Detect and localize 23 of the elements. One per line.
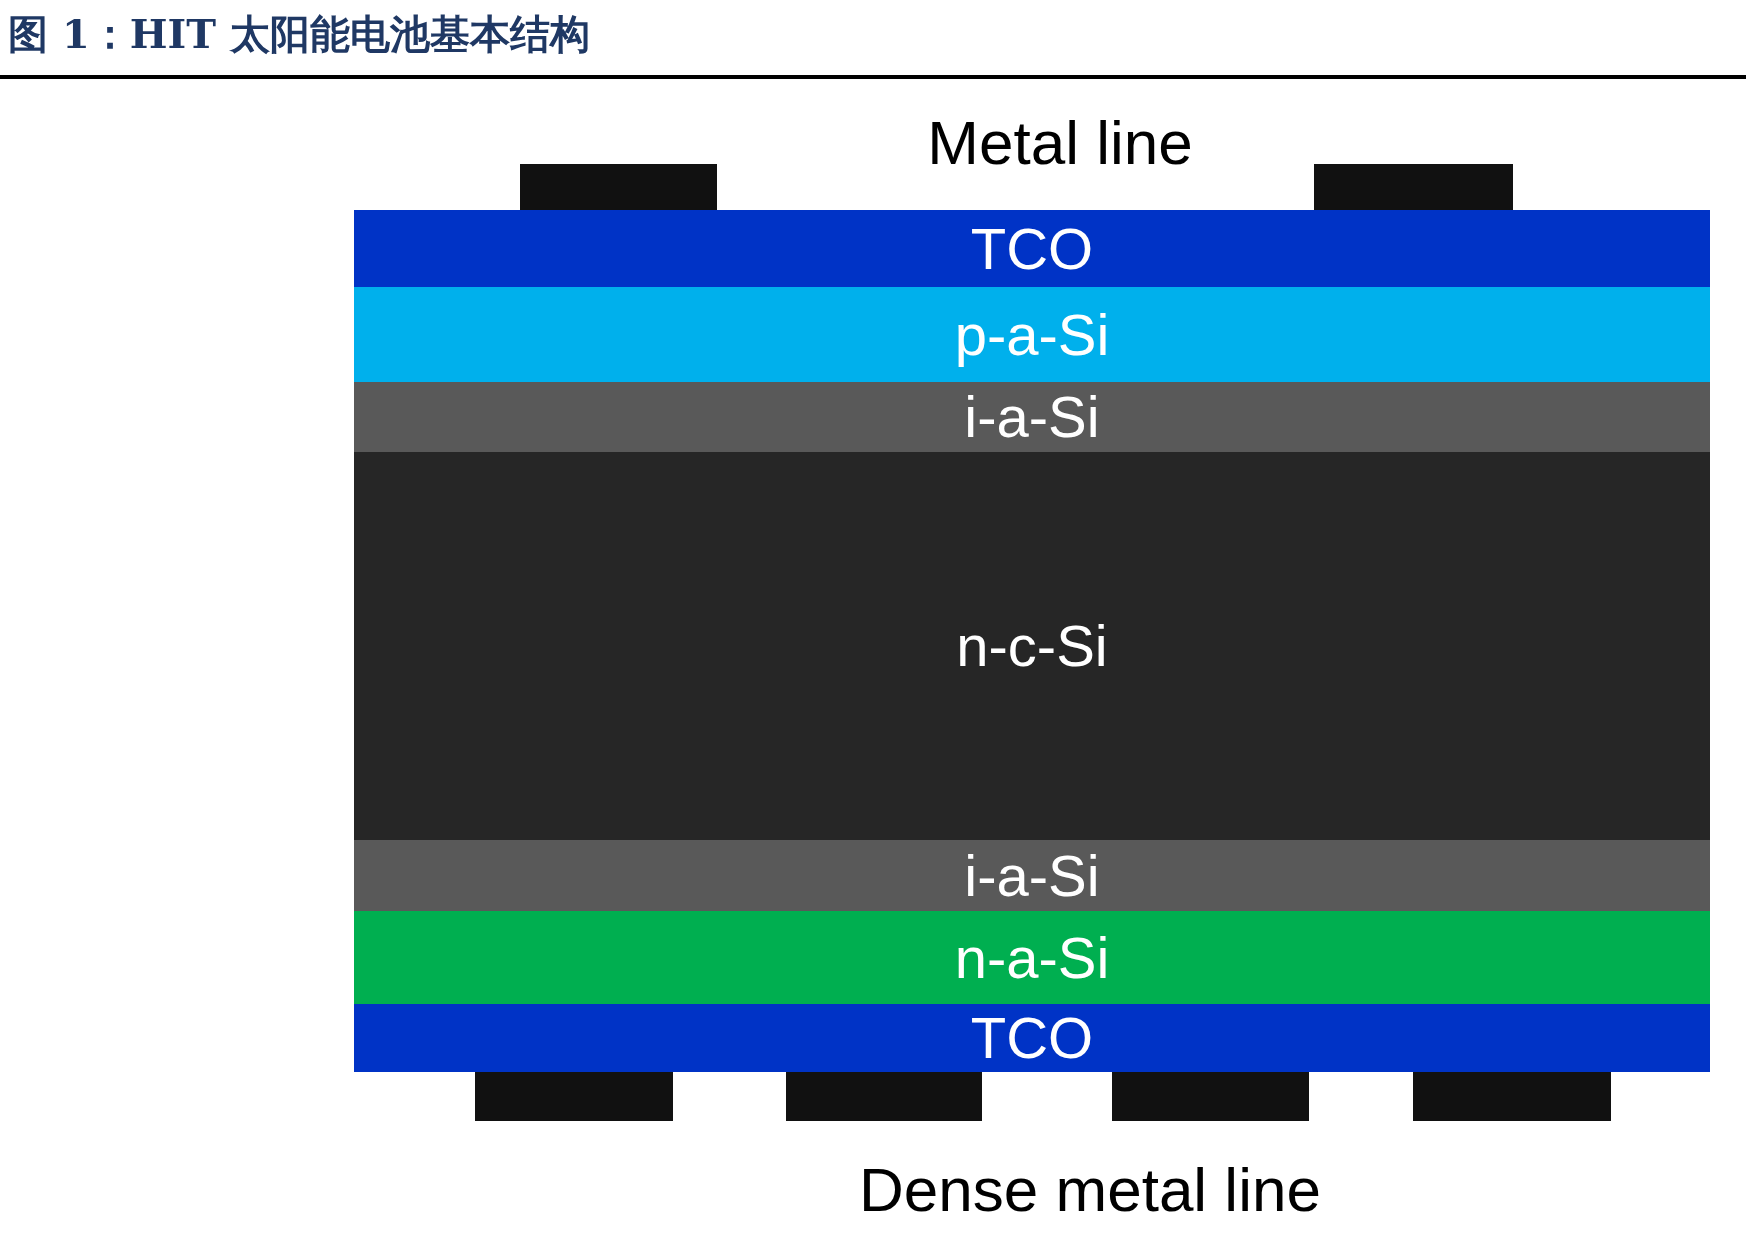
- metal-contact: [475, 1072, 673, 1121]
- metal-contact: [1112, 1072, 1309, 1121]
- wafer-layer: [354, 452, 1710, 840]
- layer-label: p-a-Si: [954, 301, 1110, 368]
- metal-line-label: Dense metal line: [858, 1155, 1322, 1225]
- intrinsic-layer: [354, 382, 1710, 452]
- metal-contact: [786, 1072, 982, 1121]
- metal-contact: [520, 164, 717, 210]
- layer-label: n-a-Si: [954, 924, 1110, 991]
- n-layer: [354, 911, 1710, 1004]
- tco-layer: [354, 1004, 1710, 1072]
- intrinsic-layer: [354, 840, 1710, 911]
- layer-label: i-a-Si: [964, 842, 1100, 909]
- tco-layer: [354, 210, 1710, 287]
- layer-label: TCO: [970, 215, 1094, 282]
- figure-title: 图 1：HIT 太阳能电池基本结构: [8, 9, 590, 59]
- layer-label: i-a-Si: [964, 384, 1100, 450]
- layer-label: TCO: [970, 1005, 1094, 1071]
- metal-contact: [1413, 1072, 1611, 1121]
- p-layer: [354, 287, 1710, 382]
- metal-line-label: Metal line: [926, 108, 1194, 178]
- metal-contact: [1314, 164, 1513, 210]
- layer-label: n-c-Si: [956, 613, 1108, 679]
